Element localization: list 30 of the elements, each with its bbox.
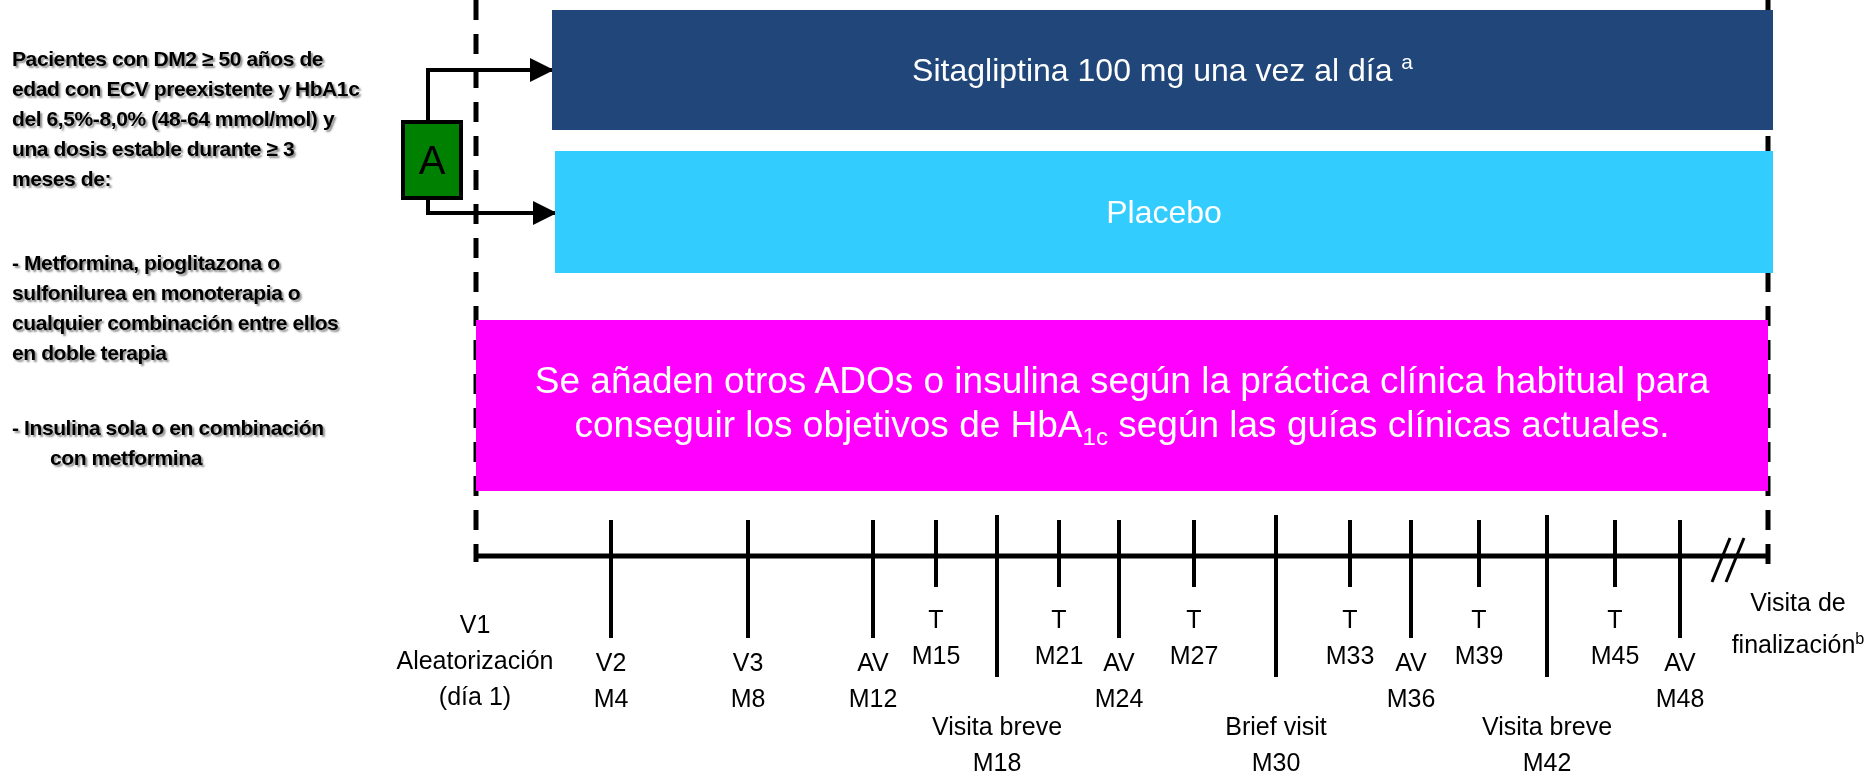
- treatment-bar: [555, 151, 1773, 273]
- visit-label: AV M48: [1654, 647, 1706, 714]
- visit-label: AV M24: [1093, 647, 1145, 714]
- arm-letter: A: [418, 137, 446, 184]
- inclusion-criteria-text: Pacientes con DM2 ≥ 50 años de edad con ECV preexistente y HbA1c del 6,5%-8,0% (48-64 mmol/mol) y una dosis estable durante ≥ 3 meses de:: [12, 46, 361, 192]
- visit-label: T M45: [1589, 604, 1641, 671]
- note-text: Se añaden otros ADOs o insulina según la práctica clínica habitual para conseguir los objetivos de HbA$_{1c}$ según las guías clínicas actuales.: [533, 358, 1711, 453]
- visit-label: T M21: [1033, 604, 1085, 671]
- visit-label: AV M36: [1385, 647, 1437, 714]
- visit-label: T M15: [910, 604, 962, 671]
- visit-label: Visita de finalización$^{b}$: [1730, 587, 1866, 661]
- inclusion-criteria-text: - Metformina, pioglitazona o sulfonilurea en monoterapia o cualquier combinación entre ellos en doble terapia: [12, 250, 340, 366]
- visit-label: T M39: [1453, 604, 1505, 671]
- visit-label: Visita breve M18: [930, 711, 1064, 778]
- visit-label: Visita breve M42: [1480, 711, 1614, 778]
- randomization-box: [401, 120, 463, 200]
- arrow: [426, 58, 554, 120]
- treatment-bar: [552, 10, 1773, 130]
- bar-label: Sitagliptina 100 mg una vez al día $^{a}$: [912, 50, 1413, 90]
- visit-label: T M33: [1324, 604, 1376, 671]
- visit-label: T M27: [1168, 604, 1220, 671]
- note-banner: [476, 320, 1768, 491]
- bar-label: Placebo: [1106, 192, 1222, 232]
- arrow: [426, 200, 557, 225]
- visit-label: Brief visit M30: [1224, 711, 1328, 778]
- inclusion-criteria-text: - Insulina sola o en combinación con metformina: [12, 415, 325, 471]
- visit-label: V3 M8: [729, 647, 767, 714]
- visit-label: AV M12: [847, 647, 899, 714]
- visit-label: V1 Aleatorización (día 1): [395, 609, 555, 712]
- visit-label: V2 M4: [592, 647, 630, 714]
